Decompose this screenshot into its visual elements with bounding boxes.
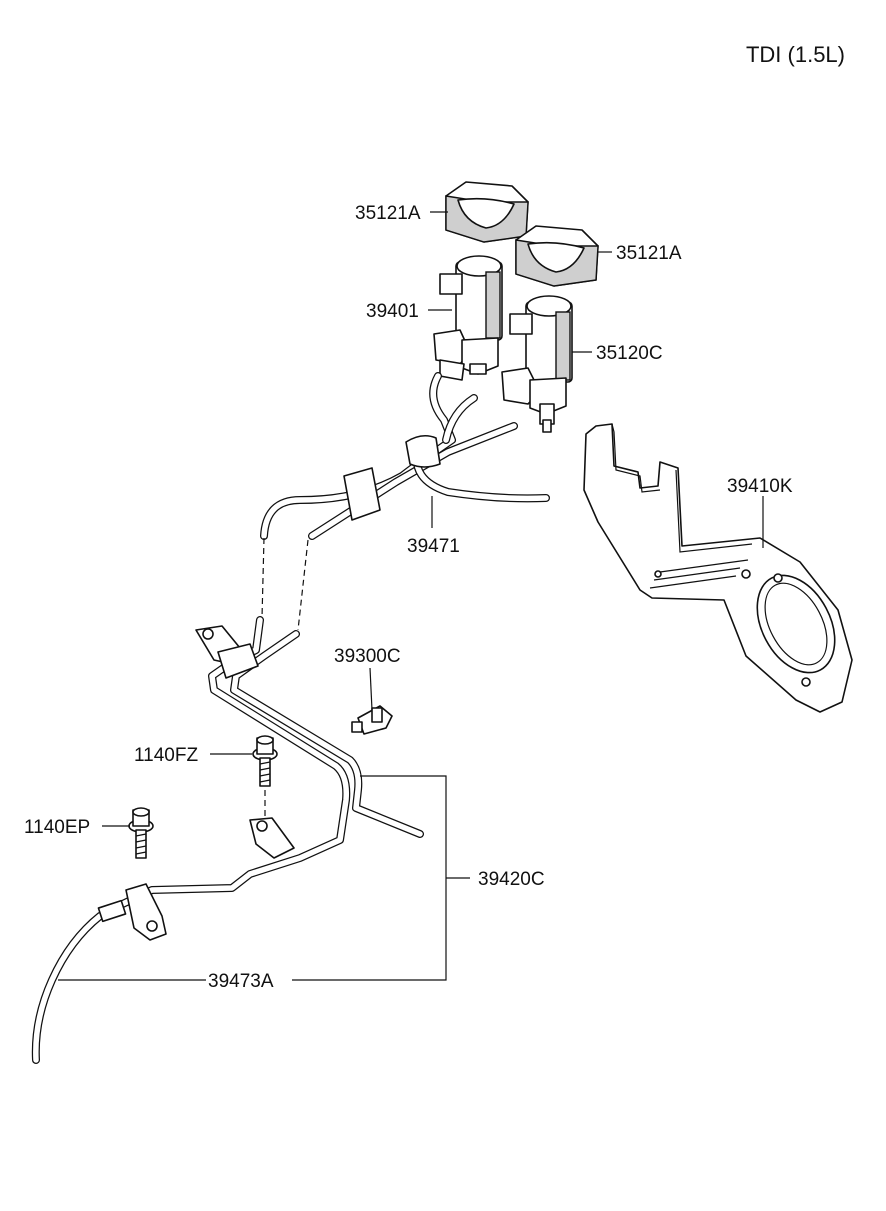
label-35121a-bottom: 35121A [616,243,682,264]
label-1140fz: 1140FZ [134,745,198,766]
label-1140ep: 1140EP [24,817,90,838]
vacuum-pipe-39420c[interactable] [106,616,424,941]
vacuum-hose-39471[interactable] [260,372,550,540]
label-35121a-top: 35121A [355,203,421,224]
page-title: TDI (1.5L) [746,42,845,67]
bolt-1140fz[interactable] [252,735,278,787]
bolt-1140ep[interactable] [128,807,154,859]
solenoid-valve-35120c[interactable] [501,295,573,433]
vacuum-hose-39473a[interactable] [31,899,127,1064]
label-35120c: 35120C [596,343,663,364]
leader-line [292,775,447,981]
rubber-cap-35121a-bottom[interactable] [515,225,599,287]
label-39473a: 39473A [208,971,274,992]
mounting-bracket-39410k[interactable] [583,423,853,713]
label-39401: 39401 [366,301,419,322]
label-39300c: 39300C [334,646,401,667]
label-39471: 39471 [407,536,460,557]
leader-line [369,667,373,711]
solenoid-valve-39401[interactable] [433,255,503,381]
connection-dashed-line [297,539,309,631]
label-39410k: 39410K [727,476,793,497]
sensor-39300c[interactable] [351,705,393,735]
label-39420c: 39420C [478,869,545,890]
rubber-cap-35121a-top[interactable] [445,181,529,243]
connection-dashed-line [261,537,265,619]
